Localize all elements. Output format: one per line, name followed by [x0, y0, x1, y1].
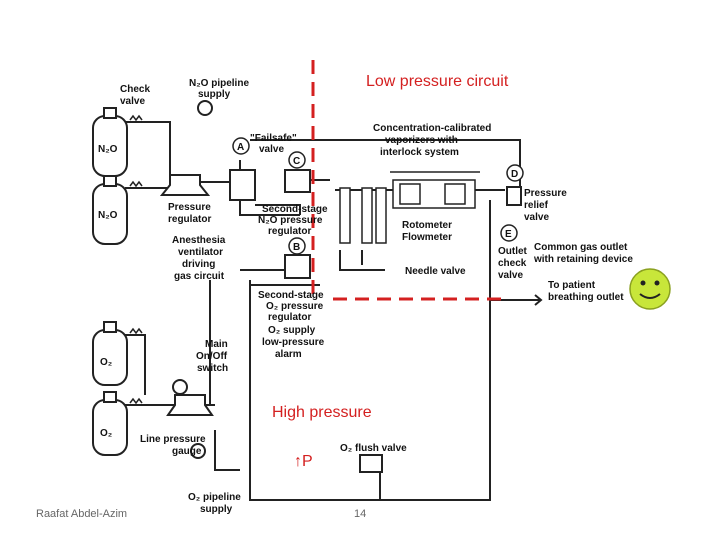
second-stage-o2-label: Second-stage O₂ pressure regulator [258, 290, 326, 323]
svg-text:A: A [237, 142, 244, 153]
o2-cylinder-top: O₂ [92, 321, 128, 386]
check-valve-icon [129, 327, 143, 335]
o2-cylinder-label: O₂ [100, 428, 112, 439]
line-pressure-gauge-label: Line pressure gauge [140, 434, 208, 457]
second-stage-n2o-regulator-body [284, 169, 311, 193]
vaporizers-label: Concentration-calibrated vaporizers with… [373, 123, 494, 158]
o2-alarm-label: O₂ supply low-pressure alarm [262, 325, 327, 360]
check-valve-icon [129, 180, 143, 188]
to-patient-label: To patient breathing outlet [548, 280, 624, 303]
vaporizer-block [390, 171, 480, 209]
n2o-cylinder-label: N₂O [98, 144, 118, 155]
common-gas-outlet-label: Common gas outlet with retaining device [533, 242, 633, 265]
valve-marker-e: E [500, 224, 518, 242]
o2-cylinder-bottom: O₂ [92, 391, 128, 456]
valve-marker-a: A [232, 137, 250, 155]
valve-marker-d: D [506, 164, 524, 182]
n2o-pressure-regulator [159, 174, 211, 196]
o2-flush-valve-label: O₂ flush valve [340, 443, 407, 454]
page-number: 14 [354, 508, 367, 520]
n2o-cylinder-label: N₂O [98, 210, 118, 221]
o2-pipeline-label: O₂ pipeline supply [188, 492, 244, 515]
pressure-relief-valve-body [506, 186, 522, 206]
line-pressure-gauge-icon [190, 443, 206, 459]
n2o-pipeline-gauge-icon [197, 100, 213, 116]
outlet-check-valve-label: Outlet check valve [498, 246, 530, 281]
valve-marker-b: B [288, 237, 306, 255]
o2-cylinder-gauge-icon [172, 379, 188, 395]
check-valve-label: Check valve [120, 84, 153, 107]
needle-valve-label: Needle valve [405, 266, 466, 277]
check-valve-icon [129, 114, 143, 122]
second-stage-n2o-label: Second-stage N₂O pressure regulator [258, 204, 330, 237]
valve-marker-c: C [288, 151, 306, 169]
svg-text:C: C [293, 156, 300, 167]
failsafe-valve-body [229, 169, 256, 201]
o2-pressure-regulator [166, 394, 214, 416]
second-stage-o2-regulator-body [284, 254, 311, 279]
failsafe-valve-label: "Failsafe" valve [250, 133, 300, 155]
n2o-cylinder-top: N₂O [92, 107, 128, 177]
low-pressure-annotation: Low pressure circuit [366, 73, 509, 90]
patient-outlet-arrow-icon [525, 294, 543, 306]
pressure-rise-annotation: ↑P [294, 453, 313, 470]
ventilator-label: Anesthesia ventilator driving gas circui… [172, 235, 228, 282]
n2o-pipeline-label: N₂O pipeline supply [189, 78, 252, 100]
svg-text:E: E [505, 229, 512, 240]
svg-text:D: D [511, 169, 518, 180]
o2-flush-valve-body [359, 454, 383, 473]
o2-cylinder-label: O₂ [100, 357, 112, 368]
smiley-face-icon [629, 268, 671, 310]
high-pressure-annotation: High pressure [272, 404, 372, 421]
pressure-regulator-label: Pressure regulator [168, 202, 214, 225]
svg-text:B: B [293, 242, 300, 253]
check-valve-icon [129, 397, 143, 405]
rotometer-label: Rotometer Flowmeter [402, 220, 455, 243]
footer-author: Raafat Abdel-Azim [36, 508, 128, 520]
rotameter-tubes [339, 187, 387, 244]
pressure-relief-label: Pressure relief valve [524, 188, 570, 223]
main-switch-label: Main On/Off switch [196, 339, 231, 374]
n2o-cylinder-bottom: N₂O [92, 175, 128, 245]
